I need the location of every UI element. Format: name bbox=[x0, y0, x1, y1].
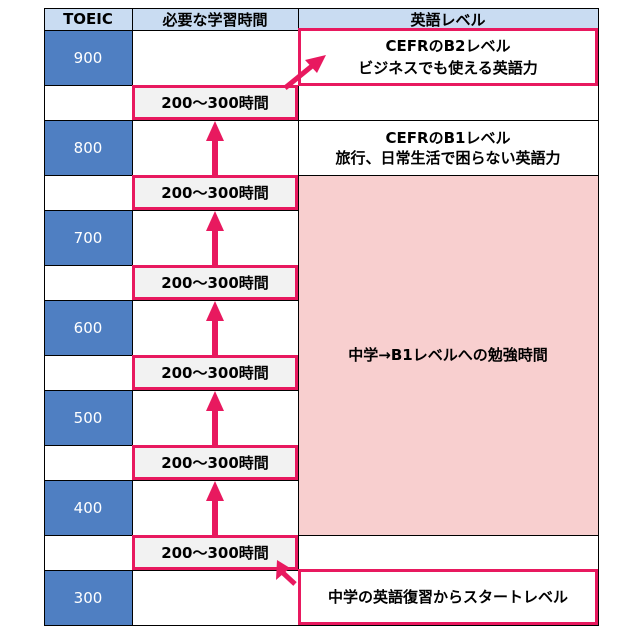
toeic-spacer-cell bbox=[44, 175, 132, 210]
study-hours-box: 200～300時間 bbox=[132, 175, 298, 210]
level-b2-description: ビジネスでも使える英語力 bbox=[358, 59, 538, 77]
grid-line bbox=[44, 8, 45, 626]
study-hours-box: 200～300時間 bbox=[132, 535, 298, 570]
grid-line bbox=[44, 120, 598, 121]
toeic-score: 300 bbox=[73, 588, 103, 607]
study-hours-box: 200～300時間 bbox=[132, 85, 298, 120]
grid-line bbox=[44, 625, 599, 626]
grid-line bbox=[44, 300, 298, 301]
study-hours-box: 200～300時間 bbox=[132, 445, 298, 480]
header-english-level-label: 英語レベル bbox=[410, 10, 486, 29]
study-hours-box: 200～300時間 bbox=[132, 355, 298, 390]
grid-line bbox=[44, 210, 298, 211]
study-hours-label: 200～300時間 bbox=[161, 453, 269, 472]
up-arrow-icon bbox=[206, 121, 224, 175]
toeic-score: 700 bbox=[73, 228, 103, 247]
grid-line bbox=[44, 175, 598, 176]
grid-line bbox=[44, 480, 298, 481]
diagonal-arrow-icon bbox=[276, 560, 297, 586]
toeic-score-cell: 800 bbox=[44, 120, 132, 175]
hours-empty-cell bbox=[132, 30, 298, 85]
toeic-spacer-cell bbox=[44, 355, 132, 390]
toeic-score: 400 bbox=[73, 498, 103, 517]
up-arrow-icon bbox=[206, 391, 224, 445]
header-toeic: TOEIC bbox=[44, 8, 132, 30]
toeic-score: 900 bbox=[73, 48, 103, 67]
level-b2-box: CEFRのB2レベル ビジネスでも使える英語力 bbox=[298, 28, 598, 86]
grid-line bbox=[44, 390, 298, 391]
study-hours-box: 200～300時間 bbox=[132, 265, 298, 300]
hours-empty-cell bbox=[132, 570, 298, 625]
level-b1-description: 旅行、日常生活で困らない英語力 bbox=[335, 148, 561, 167]
up-arrow-icon bbox=[206, 301, 224, 355]
study-hours-label: 200～300時間 bbox=[161, 93, 269, 112]
grid-line bbox=[44, 535, 598, 536]
level-start-box: 中学の英語復習からスタートレベル bbox=[298, 569, 598, 625]
toeic-score: 500 bbox=[73, 408, 103, 427]
toeic-score-cell: 900 bbox=[44, 30, 132, 85]
level-empty-cell bbox=[298, 85, 598, 120]
level-empty-cell bbox=[298, 535, 598, 570]
level-start-label: 中学の英語復習からスタートレベル bbox=[327, 588, 568, 606]
header-toeic-label: TOEIC bbox=[63, 10, 113, 28]
toeic-score-cell: 600 bbox=[44, 300, 132, 355]
diagonal-arrow-icon bbox=[283, 55, 326, 90]
grid-line bbox=[44, 8, 598, 9]
level-b2-title: CEFRのB2レベル bbox=[385, 37, 511, 55]
toeic-spacer-cell bbox=[44, 265, 132, 300]
study-hours-label: 200～300時間 bbox=[161, 273, 269, 292]
up-arrow-icon bbox=[206, 481, 224, 535]
study-hours-label: 200～300時間 bbox=[161, 183, 269, 202]
level-b1-title: CEFRのB1レベル bbox=[385, 128, 511, 147]
level-cell-b1: CEFRのB1レベル 旅行、日常生活で困らない英語力 bbox=[298, 120, 598, 175]
study-hours-label: 200～300時間 bbox=[161, 543, 269, 562]
toeic-spacer-cell bbox=[44, 445, 132, 480]
grid-line bbox=[598, 8, 599, 626]
toeic-score-cell: 400 bbox=[44, 480, 132, 535]
level-range-cell: 中学→B1レベルへの勉強時間 bbox=[298, 175, 598, 535]
header-study-hours-label: 必要な学習時間 bbox=[162, 10, 268, 29]
toeic-score-cell: 500 bbox=[44, 390, 132, 445]
level-range-label: 中学→B1レベルへの勉強時間 bbox=[348, 346, 548, 364]
grid-line bbox=[132, 8, 133, 626]
header-study-hours: 必要な学習時間 bbox=[132, 8, 298, 30]
study-hours-label: 200～300時間 bbox=[161, 363, 269, 382]
toeic-score-cell: 300 bbox=[44, 570, 132, 625]
up-arrow-icon bbox=[206, 211, 224, 265]
toeic-spacer-cell bbox=[44, 535, 132, 570]
toeic-score-cell: 700 bbox=[44, 210, 132, 265]
toeic-score: 800 bbox=[73, 138, 103, 157]
header-english-level: 英語レベル bbox=[298, 8, 598, 30]
grid-line bbox=[298, 8, 299, 626]
toeic-score: 600 bbox=[73, 318, 103, 337]
toeic-spacer-cell bbox=[44, 85, 132, 120]
